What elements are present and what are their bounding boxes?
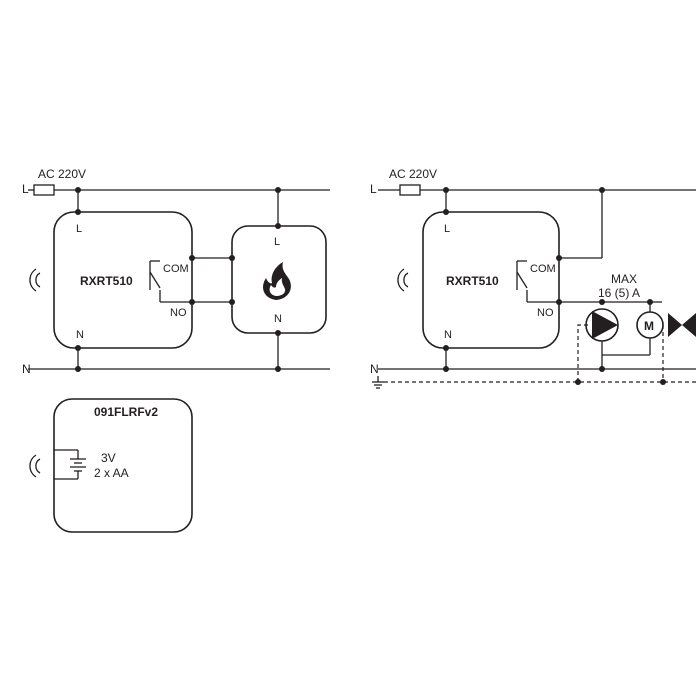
terminal-n-label: N xyxy=(444,329,452,341)
junction-dot xyxy=(556,255,562,261)
junction-dot xyxy=(189,255,195,261)
pump-earth-wire xyxy=(577,324,588,382)
battery-count: 2 x AA xyxy=(94,466,129,480)
flame-icon xyxy=(263,262,291,300)
junction-dot xyxy=(575,379,581,385)
junction-dot xyxy=(75,187,81,193)
load-current-label: 16 (5) A xyxy=(598,286,640,300)
junction-dot xyxy=(443,187,449,193)
thermostat-rxrt510 xyxy=(53,211,193,349)
line-label: L xyxy=(22,182,29,196)
junction-dot xyxy=(275,330,281,336)
terminal-l-label: L xyxy=(76,223,82,235)
junction-dot xyxy=(275,187,281,193)
battery-voltage: 3V xyxy=(101,451,116,465)
fuse xyxy=(399,184,421,196)
junction-dot xyxy=(75,345,81,351)
thermostat-name: RXRT510 xyxy=(80,274,133,288)
motor-label: M xyxy=(644,319,654,333)
load-max-label: MAX xyxy=(611,272,637,286)
supply-voltage-label: AC 220V xyxy=(389,167,437,181)
junction-dot xyxy=(556,299,562,305)
line-label: L xyxy=(370,182,377,196)
junction-dot xyxy=(443,345,449,351)
terminal-l-label: L xyxy=(444,223,450,235)
sensor-name: 091FLRFv2 xyxy=(94,405,158,419)
junction-dot xyxy=(189,299,195,305)
fuse xyxy=(33,184,55,196)
battery-icon xyxy=(54,449,86,480)
sensor-box xyxy=(53,398,193,533)
supply-voltage-label: AC 220V xyxy=(38,167,86,181)
boiler-terminal-l-label: L xyxy=(274,236,280,248)
pump-icon xyxy=(585,308,619,342)
right-wiring-diagram: L N AC 220V RXRT510 L N COM NO xyxy=(370,167,696,389)
junction-dot xyxy=(599,187,605,193)
wireless-signal-icon xyxy=(29,268,41,292)
left-wiring-diagram: L N AC 220V RXRT510 L N COM NO xyxy=(22,167,330,376)
neutral-label: N xyxy=(22,362,31,376)
terminal-com-label: COM xyxy=(163,263,189,275)
junction-dot xyxy=(660,379,666,385)
terminal-com-label: COM xyxy=(530,263,556,275)
junction-dot xyxy=(75,209,81,215)
relay-switch-icon xyxy=(516,260,559,303)
earth-ground-icon xyxy=(372,376,384,389)
wireless-signal-icon xyxy=(397,268,409,292)
neutral-label: N xyxy=(370,362,379,376)
sensor-091flrfv2: 091FLRFv2 3V 2 x AA xyxy=(29,398,193,533)
wireless-signal-icon xyxy=(29,454,41,478)
junction-dot xyxy=(647,299,653,305)
thermostat-rxrt510 xyxy=(422,211,560,349)
junction-dot xyxy=(443,209,449,215)
terminal-n-label: N xyxy=(76,329,84,341)
thermostat-name: RXRT510 xyxy=(446,274,499,288)
relay-switch-icon xyxy=(149,260,192,303)
valve-icon xyxy=(668,313,696,337)
boiler-terminal-n-label: N xyxy=(274,313,282,325)
motor-icon: M xyxy=(636,311,664,339)
junction-dot xyxy=(75,366,81,372)
junction-dot xyxy=(443,366,449,372)
junction-dot xyxy=(599,299,605,305)
junction-dot xyxy=(599,366,605,372)
junction-dot xyxy=(275,366,281,372)
terminal-no-label: NO xyxy=(537,307,554,319)
terminal-no-label: NO xyxy=(170,307,187,319)
junction-dot xyxy=(275,223,281,229)
